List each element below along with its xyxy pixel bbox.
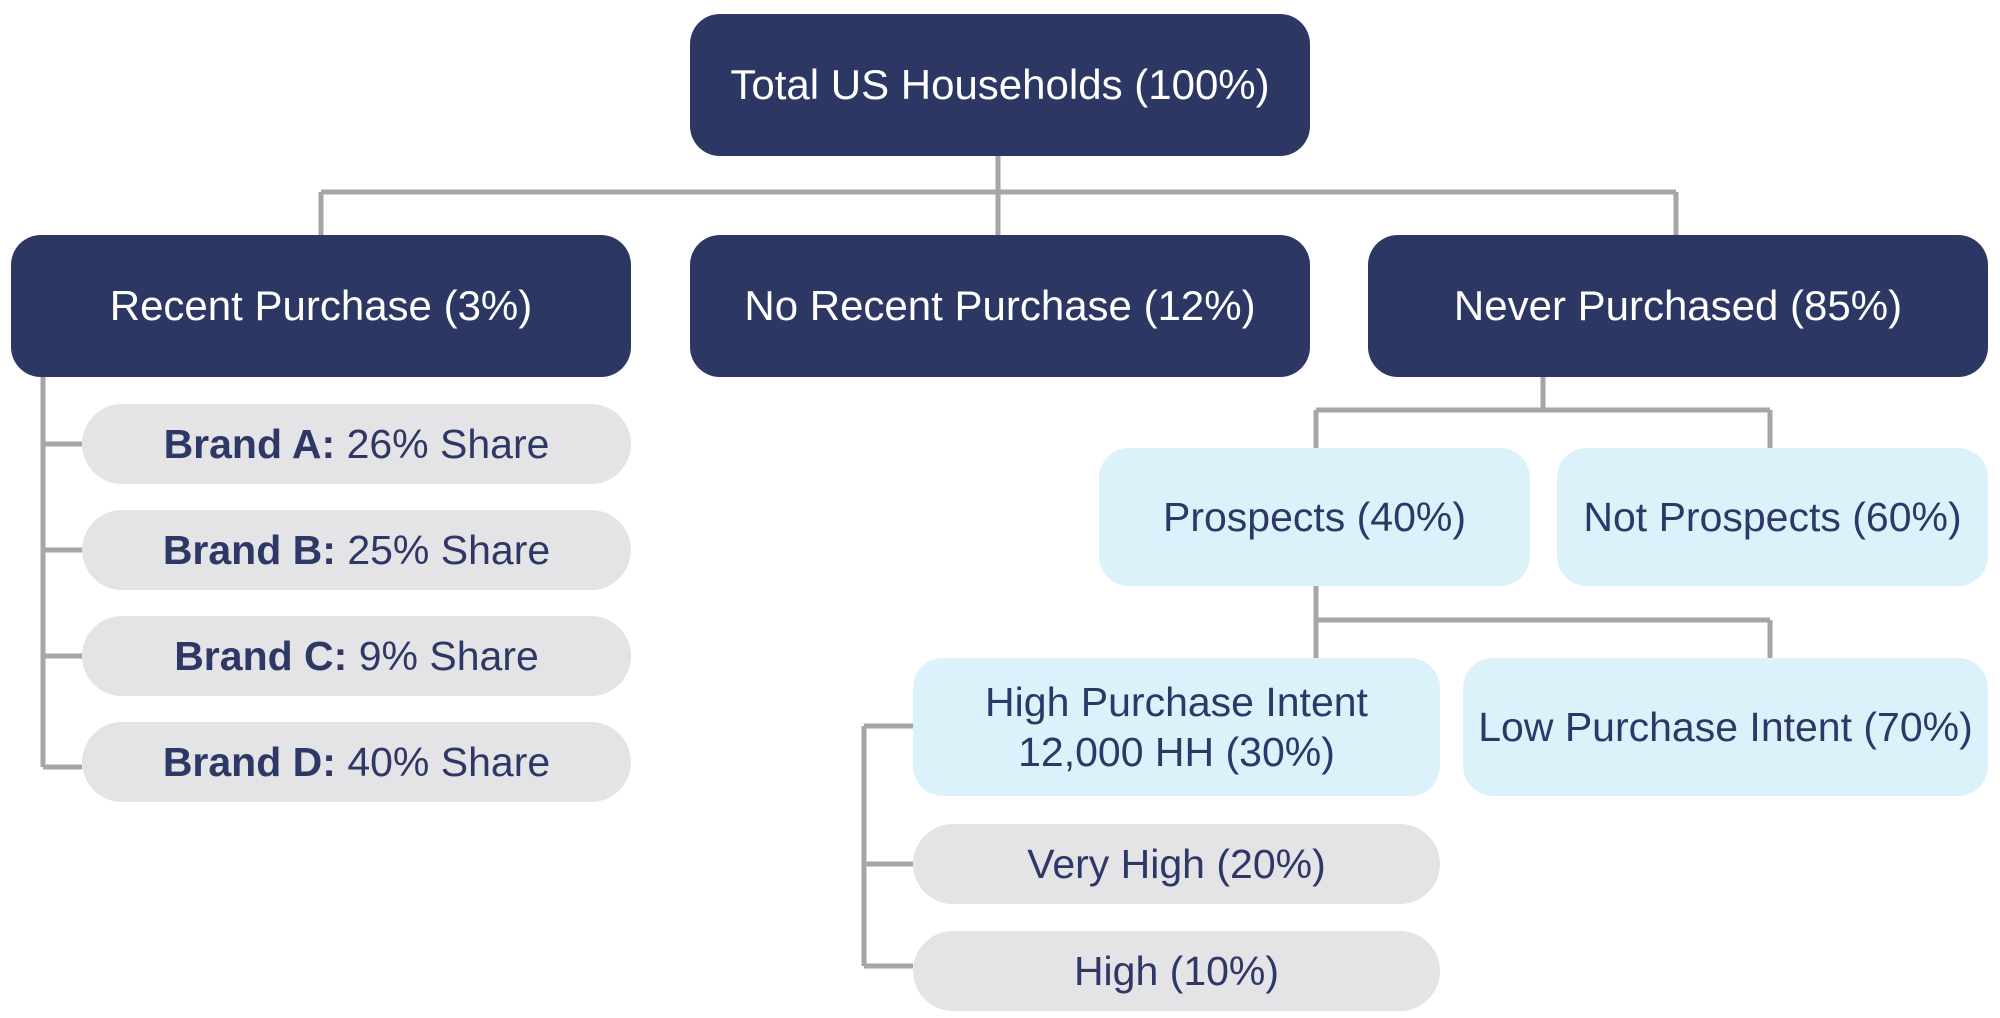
brand-share: 9% Share: [358, 632, 539, 679]
brand-share: 26% Share: [346, 420, 550, 467]
node-label: Prospects (40%): [1162, 493, 1467, 540]
node-label: Total US Households (100%): [730, 61, 1270, 109]
node-no-recent-purchase: No Recent Purchase (12%): [690, 235, 1310, 377]
brand-name: Brand B:: [162, 526, 336, 573]
node-label-line1: High Purchase Intent: [985, 678, 1368, 725]
brand-share: 40% Share: [347, 738, 551, 785]
node-label: Very High (20%): [1027, 840, 1326, 887]
brand-name: Brand C:: [174, 632, 348, 679]
node-very-high: Very High (20%): [913, 824, 1440, 904]
node-never-purchased: Never Purchased (85%): [1368, 235, 1988, 377]
node-prospects: Prospects (40%): [1099, 448, 1530, 586]
node-high: High (10%): [913, 931, 1440, 1011]
node-recent-purchase: Recent Purchase (3%): [11, 235, 631, 377]
node-label: Never Purchased (85%): [1453, 282, 1903, 330]
node-total-us-households: Total US Households (100%): [690, 14, 1310, 156]
node-label: Low Purchase Intent (70%): [1478, 703, 1973, 750]
node-label: High (10%): [1073, 947, 1280, 994]
node-brand-a: Brand A: 26% Share: [82, 404, 631, 484]
brand-name: Brand D:: [162, 738, 336, 785]
node-not-prospects: Not Prospects (60%): [1557, 448, 1988, 586]
node-brand-c: Brand C: 9% Share: [82, 616, 631, 696]
brand-share: 25% Share: [347, 526, 551, 573]
node-label: Not Prospects (60%): [1583, 493, 1962, 540]
node-brand-d: Brand D: 40% Share: [82, 722, 631, 802]
node-label: No Recent Purchase (12%): [744, 282, 1256, 330]
node-low-purchase-intent: Low Purchase Intent (70%): [1463, 658, 1988, 796]
node-label-line2: 12,000 HH (30%): [1018, 729, 1335, 775]
node-brand-b: Brand B: 25% Share: [82, 510, 631, 590]
node-high-purchase-intent: High Purchase Intent 12,000 HH (30%): [913, 658, 1440, 796]
node-label: Recent Purchase (3%): [109, 282, 533, 330]
brand-name: Brand A:: [163, 420, 336, 467]
